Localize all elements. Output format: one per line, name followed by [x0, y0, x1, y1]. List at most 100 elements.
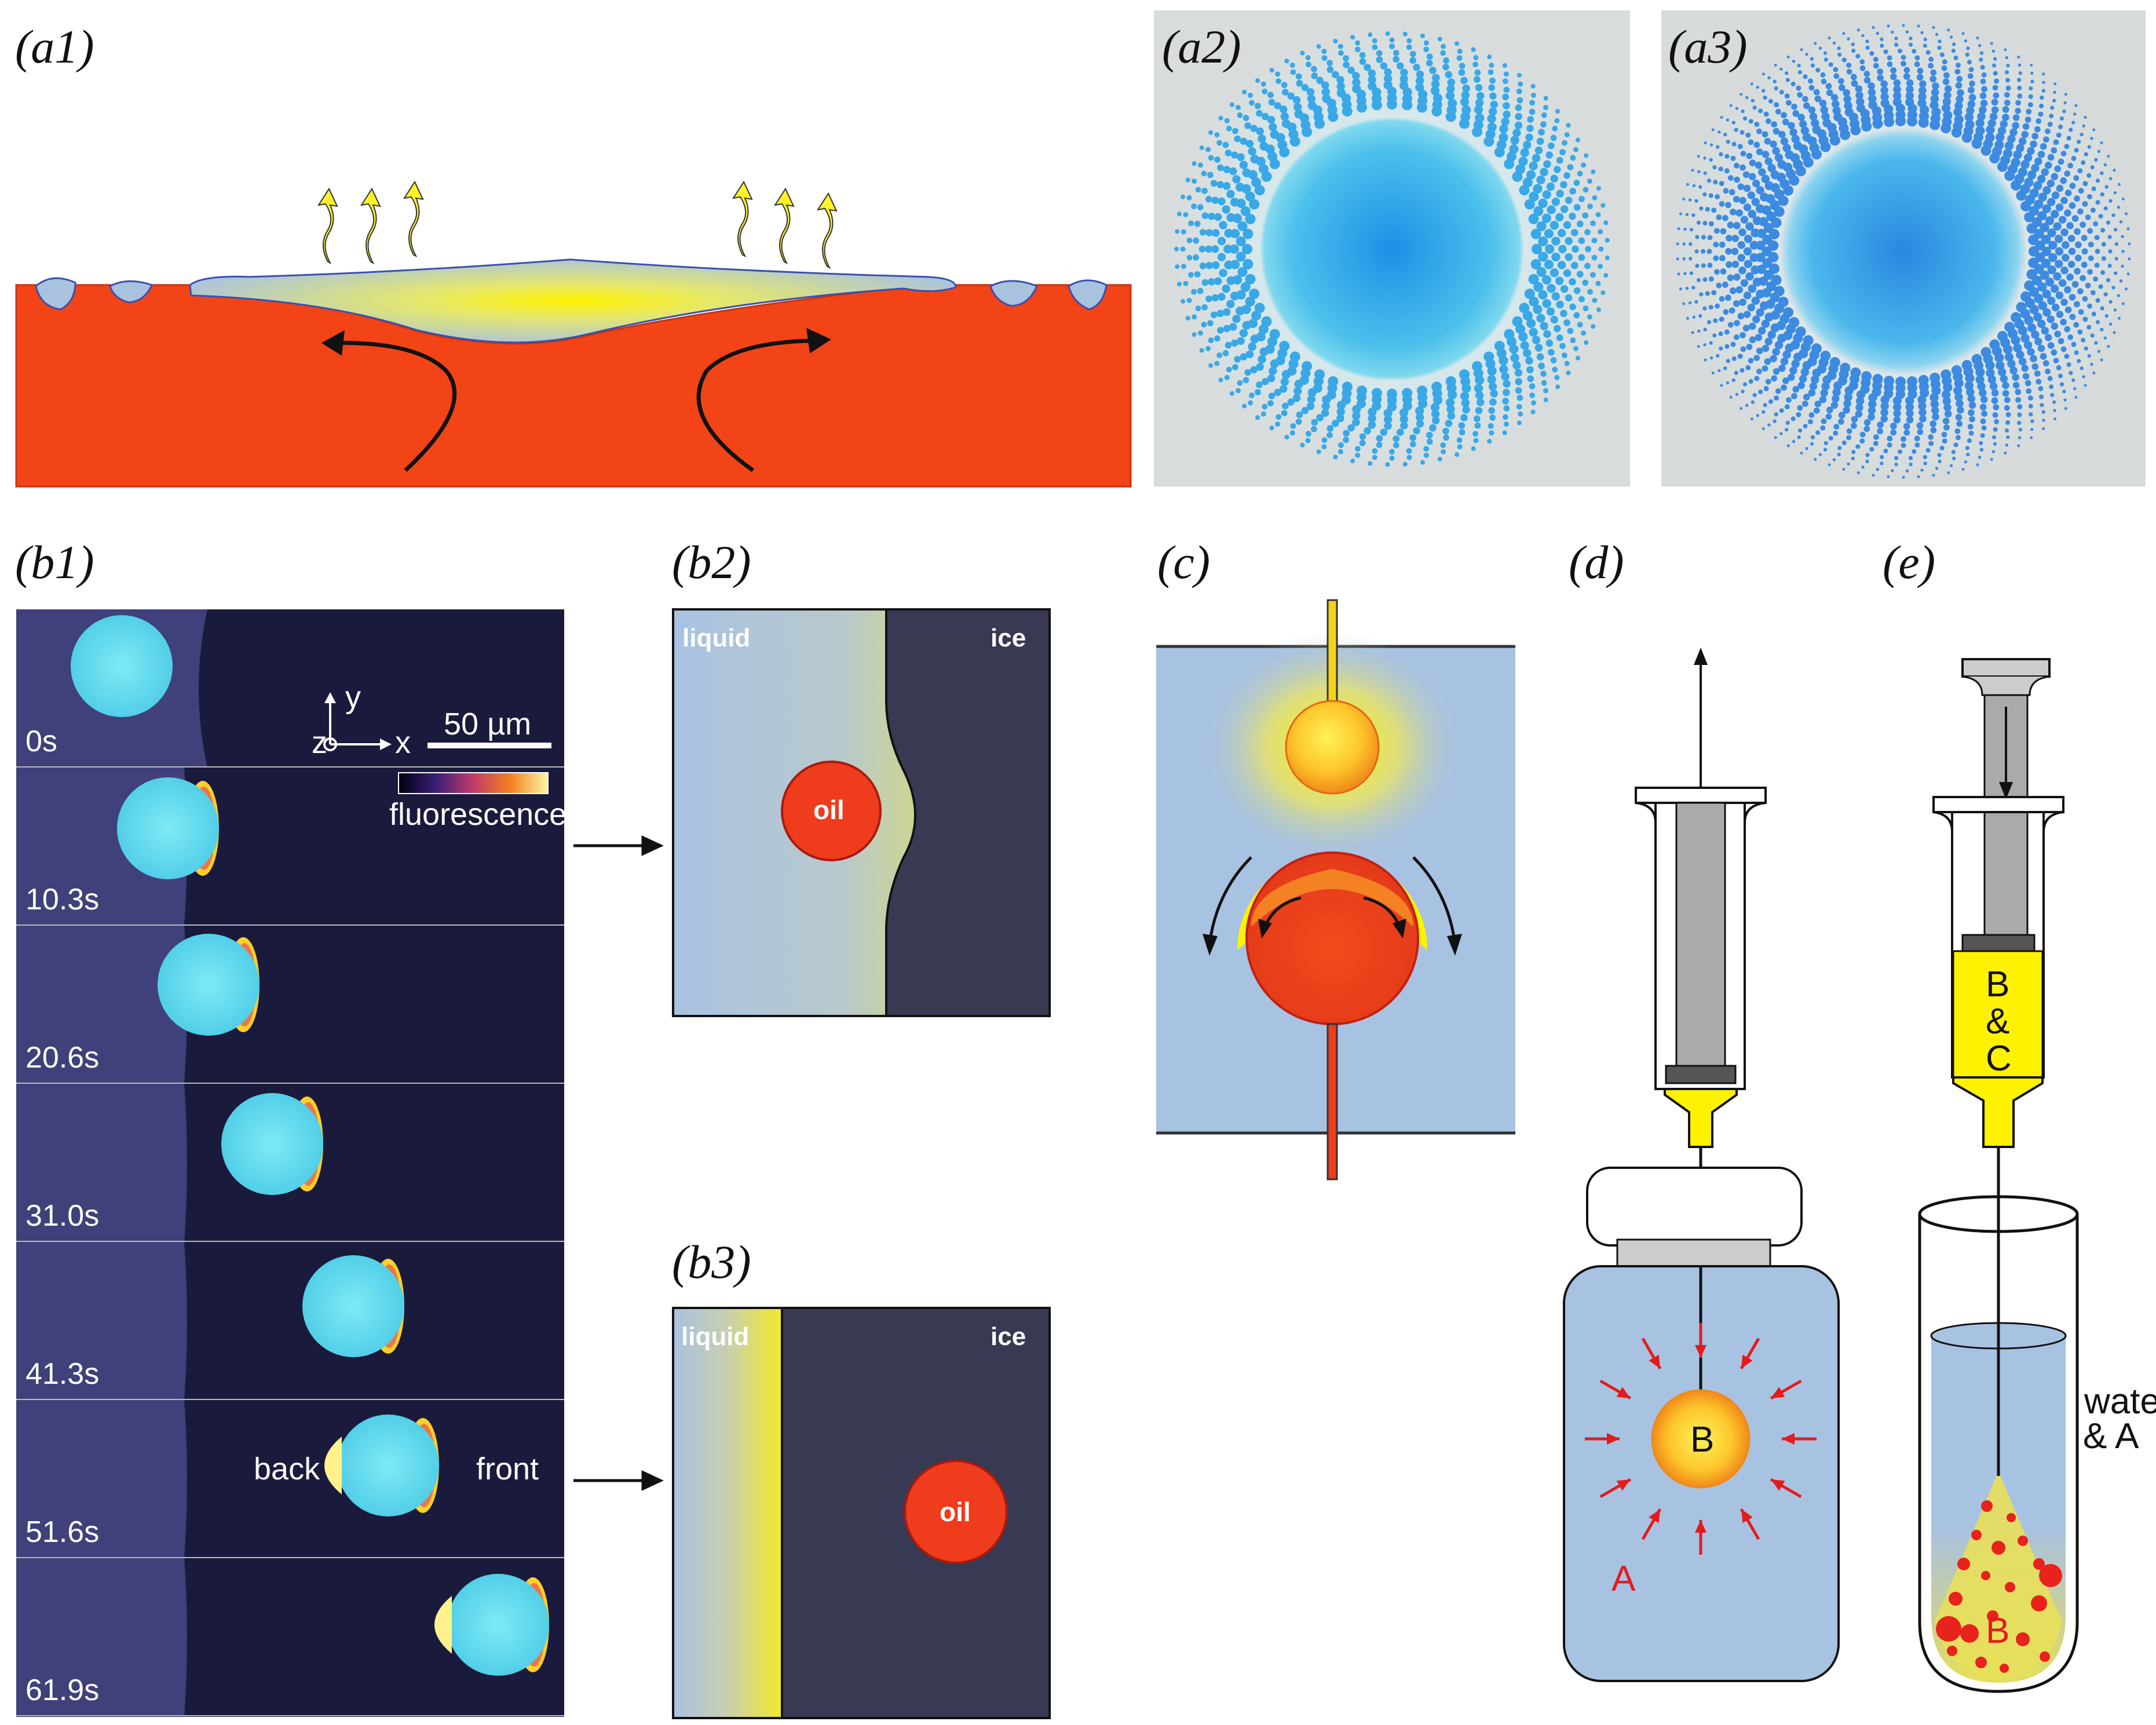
stain-dot — [1969, 80, 1975, 87]
stain-dot — [2053, 90, 2056, 94]
stain-dot — [1908, 456, 1913, 461]
stain-dot — [1745, 96, 1749, 99]
panel-label-d: (d) — [1569, 536, 1624, 589]
stain-dot — [2047, 154, 2055, 161]
stain-dot — [2055, 291, 2064, 299]
stain-dot — [1459, 63, 1466, 70]
stain-dot — [1352, 78, 1361, 87]
stain-dot — [1838, 84, 1846, 92]
stain-dot — [2121, 264, 2124, 268]
stain-dot — [1496, 140, 1507, 150]
stain-dot — [1181, 194, 1186, 199]
stain-dot — [2027, 323, 2037, 332]
stain-dot — [1595, 212, 1601, 218]
stain-dot — [1985, 133, 1995, 142]
stain-dot — [1591, 254, 1598, 261]
stain-dot — [1288, 129, 1299, 140]
stain-dot — [1195, 187, 1201, 193]
stain-dot — [1842, 467, 1846, 471]
stain-dot — [1558, 244, 1567, 254]
stain-dot — [1560, 205, 1569, 213]
stain-dot — [1731, 247, 1739, 255]
stain-dot — [1565, 196, 1573, 204]
stain-dot — [1740, 332, 1746, 339]
stain-dot — [1792, 386, 1800, 393]
stain-dot — [1905, 92, 1914, 100]
stain-dot — [1275, 71, 1281, 77]
stain-dot — [1774, 341, 1784, 349]
stain-dot — [1893, 85, 1901, 93]
stain-dot — [1446, 85, 1455, 93]
stain-dot — [1343, 55, 1349, 62]
stain-dot — [1352, 84, 1361, 94]
stain-dot — [1722, 215, 1729, 221]
stain-dot — [1175, 229, 1180, 234]
stain-dot — [1347, 67, 1355, 74]
stain-dot — [1719, 181, 1724, 187]
stain-dot — [2034, 370, 2041, 377]
stain-dot — [1756, 240, 1766, 250]
stain-dot — [1751, 98, 1755, 103]
stain-dot — [2002, 382, 2009, 389]
stain-dot — [1987, 119, 1997, 127]
stain-dot — [2004, 100, 2011, 106]
stain-dot — [2000, 120, 2008, 128]
stain-dot — [1716, 145, 1720, 149]
stain-dot — [2117, 182, 2121, 186]
stain-dot — [1485, 359, 1496, 369]
stain-dot — [1685, 213, 1689, 216]
stain-dot — [2074, 301, 2080, 308]
stain-dot — [2015, 107, 2022, 114]
emulsion-droplet — [1949, 1592, 1963, 1606]
stain-dot — [1805, 447, 1808, 450]
stain-dot — [1245, 214, 1256, 225]
stain-dot — [1749, 336, 1756, 343]
colorbar — [398, 772, 549, 794]
stain-dot — [1399, 75, 1408, 83]
stain-dot — [1543, 388, 1549, 393]
stain-dot — [1791, 359, 1800, 368]
stain-dot — [2064, 306, 2072, 313]
stain-dot — [2040, 403, 2044, 407]
stain-dot — [1686, 317, 1690, 320]
stain-dot — [1336, 82, 1345, 91]
stain-dot — [2090, 363, 2093, 366]
stain-dot — [1516, 72, 1522, 78]
stain-dot — [1903, 73, 1910, 80]
oil-droplet — [904, 1460, 1008, 1564]
stain-dot — [2114, 257, 2118, 261]
stain-dot — [1967, 394, 1975, 403]
stain-dot — [1930, 100, 1939, 110]
stain-dot — [1808, 106, 1816, 114]
stain-dot — [2074, 268, 2081, 275]
stain-dot — [1792, 440, 1796, 443]
stain-dot — [1193, 254, 1199, 261]
stain-dot — [2067, 334, 2074, 341]
stain-dot — [1372, 38, 1377, 43]
stain-dot — [1260, 81, 1266, 87]
stain-dot — [1711, 128, 1715, 131]
stain-dot — [2085, 214, 2091, 221]
stain-dot — [1967, 423, 1974, 430]
stain-dot — [1715, 194, 1720, 200]
stain-dot — [2024, 315, 2034, 326]
liquid-side — [16, 1242, 187, 1400]
stain-dot — [1689, 228, 1694, 232]
stain-dot — [2000, 375, 2008, 383]
stain-dot — [1892, 403, 1902, 411]
stain-dot — [1756, 128, 1762, 134]
stain-dot — [2052, 98, 2056, 103]
stain-dot — [1890, 73, 1897, 81]
stain-dot — [1596, 307, 1601, 312]
stain-dot — [1550, 315, 1558, 324]
stain-dot — [2071, 120, 2075, 125]
stain-dot — [1236, 251, 1246, 262]
stain-dot — [1429, 67, 1437, 74]
emulsion-droplet — [1981, 1500, 1993, 1512]
stain-dot — [1828, 463, 1831, 466]
stain-dot — [2060, 151, 2067, 157]
stain-dot — [1268, 392, 1276, 400]
stain-dot — [1953, 442, 1958, 447]
stain-dot — [1949, 35, 1953, 39]
stain-dot — [2018, 357, 2027, 366]
